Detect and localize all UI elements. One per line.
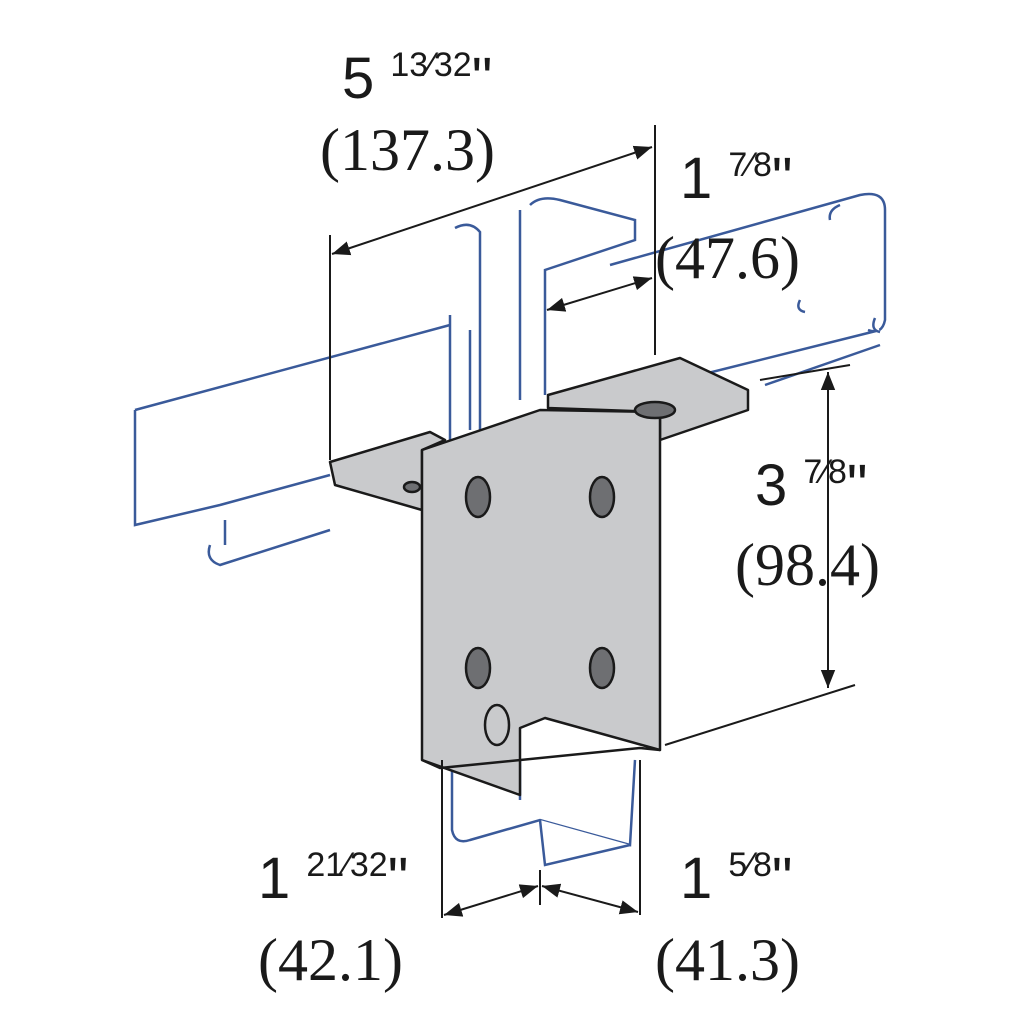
- whole: 1: [680, 846, 713, 911]
- fraction: 13⁄32: [390, 46, 472, 84]
- dimension-depth-left-imperial: 1 21⁄32": [258, 848, 408, 908]
- fraction: 21⁄32: [306, 846, 388, 884]
- horizontal-channel: [133, 192, 887, 567]
- dimension-height-imperial: 3 7⁄8": [755, 455, 867, 515]
- dimension-height-metric: (98.4): [735, 532, 880, 598]
- unit: ": [387, 846, 409, 911]
- dimension-depth-right-metric: (41.3): [655, 927, 800, 993]
- dimension-flange-metric: (47.6): [655, 225, 800, 291]
- fraction: 5⁄8: [728, 846, 772, 884]
- unit: ": [771, 146, 793, 211]
- dimension-length-metric: (137.3): [320, 117, 495, 183]
- fraction: 7⁄8: [803, 453, 847, 491]
- unit: ": [846, 453, 868, 518]
- dimension-depth-right-imperial: 1 5⁄8": [680, 848, 792, 908]
- unit: ": [471, 46, 493, 111]
- bracket: [328, 356, 750, 797]
- dimension-length-imperial: 5 13⁄32": [342, 48, 492, 108]
- whole: 3: [755, 453, 788, 518]
- dimension-flange-imperial: 1 7⁄8": [680, 148, 792, 208]
- top-flange: [546, 356, 750, 442]
- front-plate: [420, 408, 662, 797]
- whole: 1: [680, 146, 713, 211]
- bolt-holes: [402, 400, 677, 747]
- dimension-depth-left-metric: (42.1): [258, 927, 403, 993]
- whole: 1: [258, 846, 291, 911]
- unit: ": [771, 846, 793, 911]
- whole: 5: [342, 46, 375, 111]
- fraction: 7⁄8: [728, 146, 772, 184]
- dimension-lines: [329, 125, 856, 918]
